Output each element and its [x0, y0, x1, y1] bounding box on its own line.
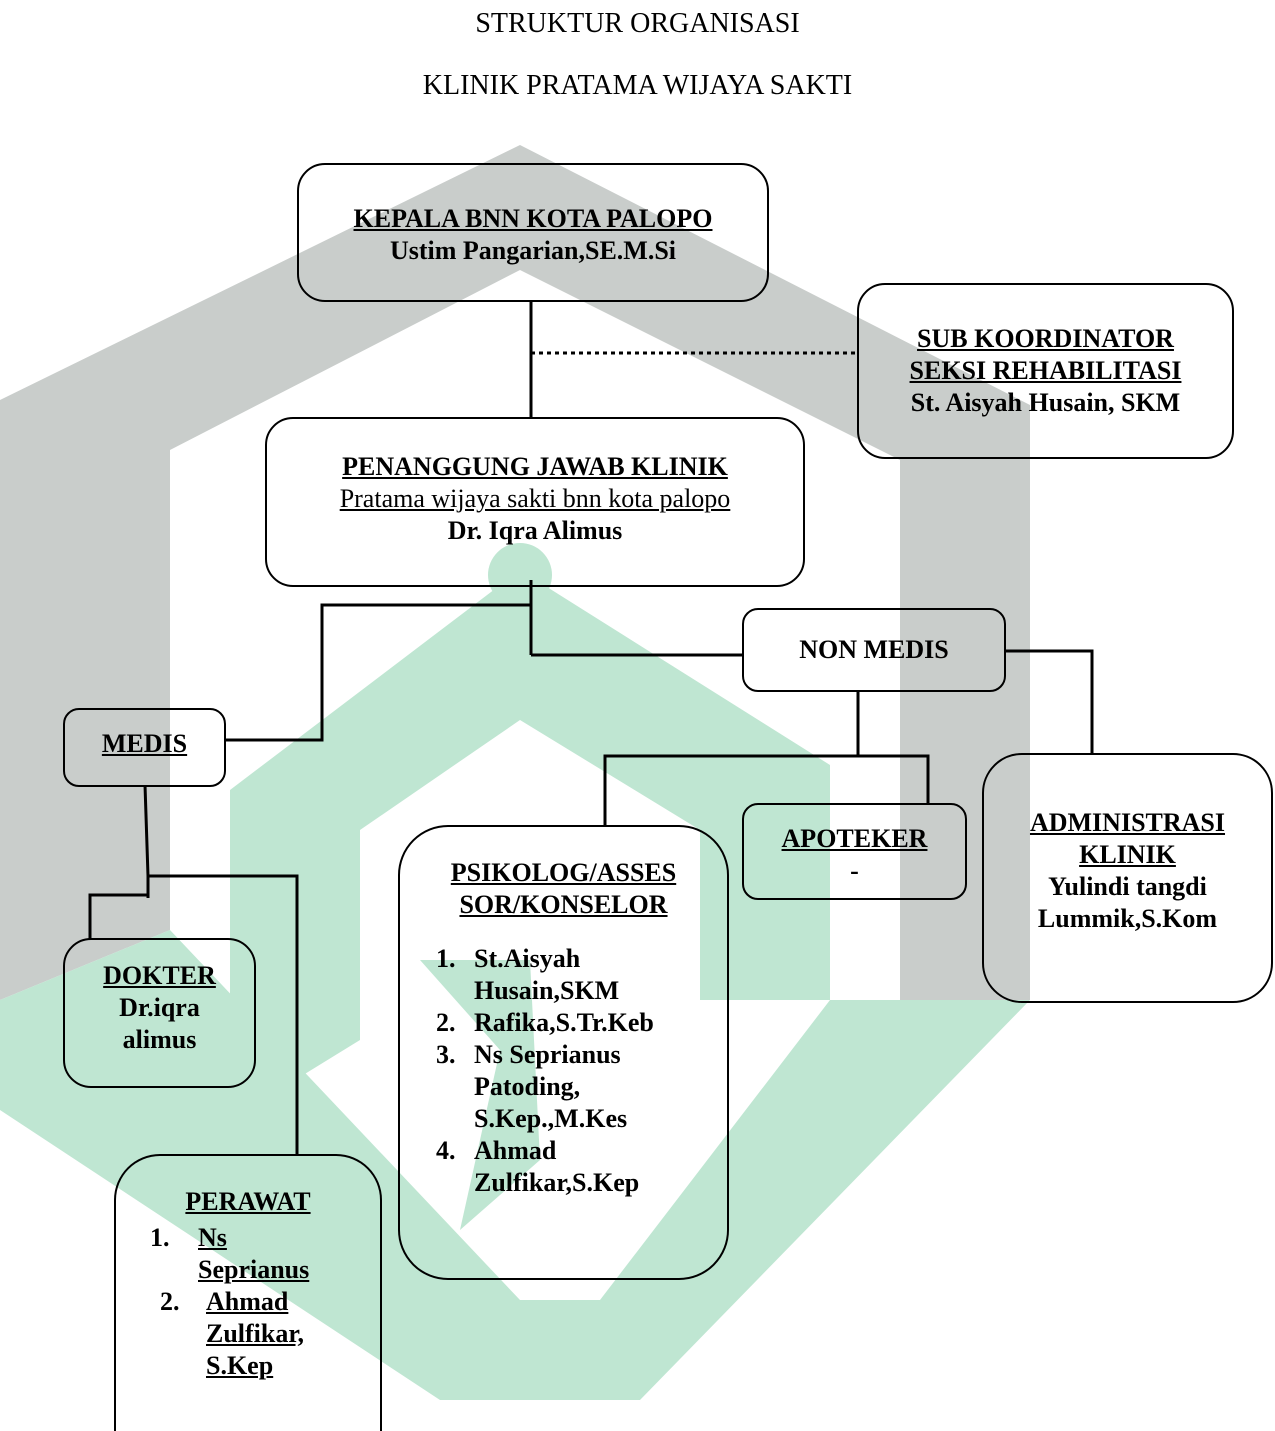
kepala-title: KEPALA BNN KOTA PALOPO: [353, 204, 713, 233]
subkoordinator-title-line2: SEKSI REHABILITASI: [909, 356, 1182, 385]
non-medis-title: NON MEDIS: [799, 635, 949, 664]
apoteker-box: APOTEKER -: [742, 803, 967, 900]
medis-title: MEDIS: [101, 729, 188, 758]
psikolog-box: PSIKOLOG/ASSES SOR/KONSELOR 1. St.Aisyah…: [398, 825, 729, 1280]
administrasi-title-line1: ADMINISTRASI: [1029, 808, 1226, 837]
dokter-name-line2: alimus: [122, 1025, 197, 1054]
list-item: 1. St.Aisyah Husain,SKM: [436, 944, 620, 1005]
medis-box: MEDIS: [63, 708, 226, 787]
perawat-title: PERAWAT: [185, 1187, 311, 1216]
page-subtitle: KLINIK PRATAMA WIJAYA SAKTI: [422, 70, 853, 101]
subkoordinator-title-line1: SUB KOORDINATOR: [917, 324, 1174, 353]
psikolog-member-list: 1. St.Aisyah Husain,SKM 2. Rafika,S.Tr.K…: [436, 943, 727, 1199]
psikolog-title-line2: SOR/KONSELOR: [459, 890, 668, 919]
penanggung-jawab-name: Dr. Iqra Alimus: [447, 516, 623, 545]
administrasi-title-line2: KLINIK: [1079, 840, 1176, 869]
subkoordinator-name: St. Aisyah Husain, SKM: [910, 388, 1181, 417]
perawat-member-list: 1. Ns Seprianus 2. Ahmad Zulfikar, S.Kep: [116, 1222, 380, 1382]
penanggung-jawab-subtitle: Pratama wijaya sakti bnn kota palopo: [339, 484, 731, 513]
administrasi-name-line1: Yulindi tangdi: [1048, 872, 1207, 901]
list-item: 3. Ns Seprianus Patoding, S.Kep.,M.Kes: [436, 1040, 628, 1133]
dokter-box: DOKTER Dr.iqra alimus: [63, 938, 256, 1088]
perawat-box: PERAWAT 1. Ns Seprianus 2. Ahmad Zulfika…: [114, 1154, 382, 1431]
administrasi-box: ADMINISTRASI KLINIK Yulindi tangdi Lummi…: [982, 753, 1273, 1003]
dokter-name-line1: Dr.iqra: [119, 993, 200, 1022]
kepala-box: KEPALA BNN KOTA PALOPO Ustim Pangarian,S…: [297, 163, 769, 302]
administrasi-name-line2: Lummik,S.Kom: [1037, 904, 1218, 933]
subkoordinator-box: SUB KOORDINATOR SEKSI REHABILITASI St. A…: [857, 283, 1234, 459]
list-item: 2. Ahmad Zulfikar, S.Kep: [160, 1287, 305, 1380]
apoteker-name: -: [850, 856, 859, 885]
non-medis-box: NON MEDIS: [742, 608, 1006, 692]
list-item: 1. Ns Seprianus: [150, 1223, 310, 1284]
list-item: 2. Rafika,S.Tr.Keb: [436, 1008, 654, 1037]
dokter-title: DOKTER: [103, 961, 216, 990]
penanggung-jawab-title: PENANGGUNG JAWAB KLINIK: [342, 452, 728, 481]
psikolog-title-line1: PSIKOLOG/ASSES: [450, 858, 677, 887]
penanggung-jawab-box: PENANGGUNG JAWAB KLINIK Pratama wijaya s…: [265, 417, 805, 587]
kepala-name: Ustim Pangarian,SE.M.Si: [389, 236, 677, 265]
apoteker-title: APOTEKER: [781, 824, 928, 853]
page-title: STRUKTUR ORGANISASI: [475, 8, 800, 39]
list-item: 4. Ahmad Zulfikar,S.Kep: [436, 1136, 640, 1197]
